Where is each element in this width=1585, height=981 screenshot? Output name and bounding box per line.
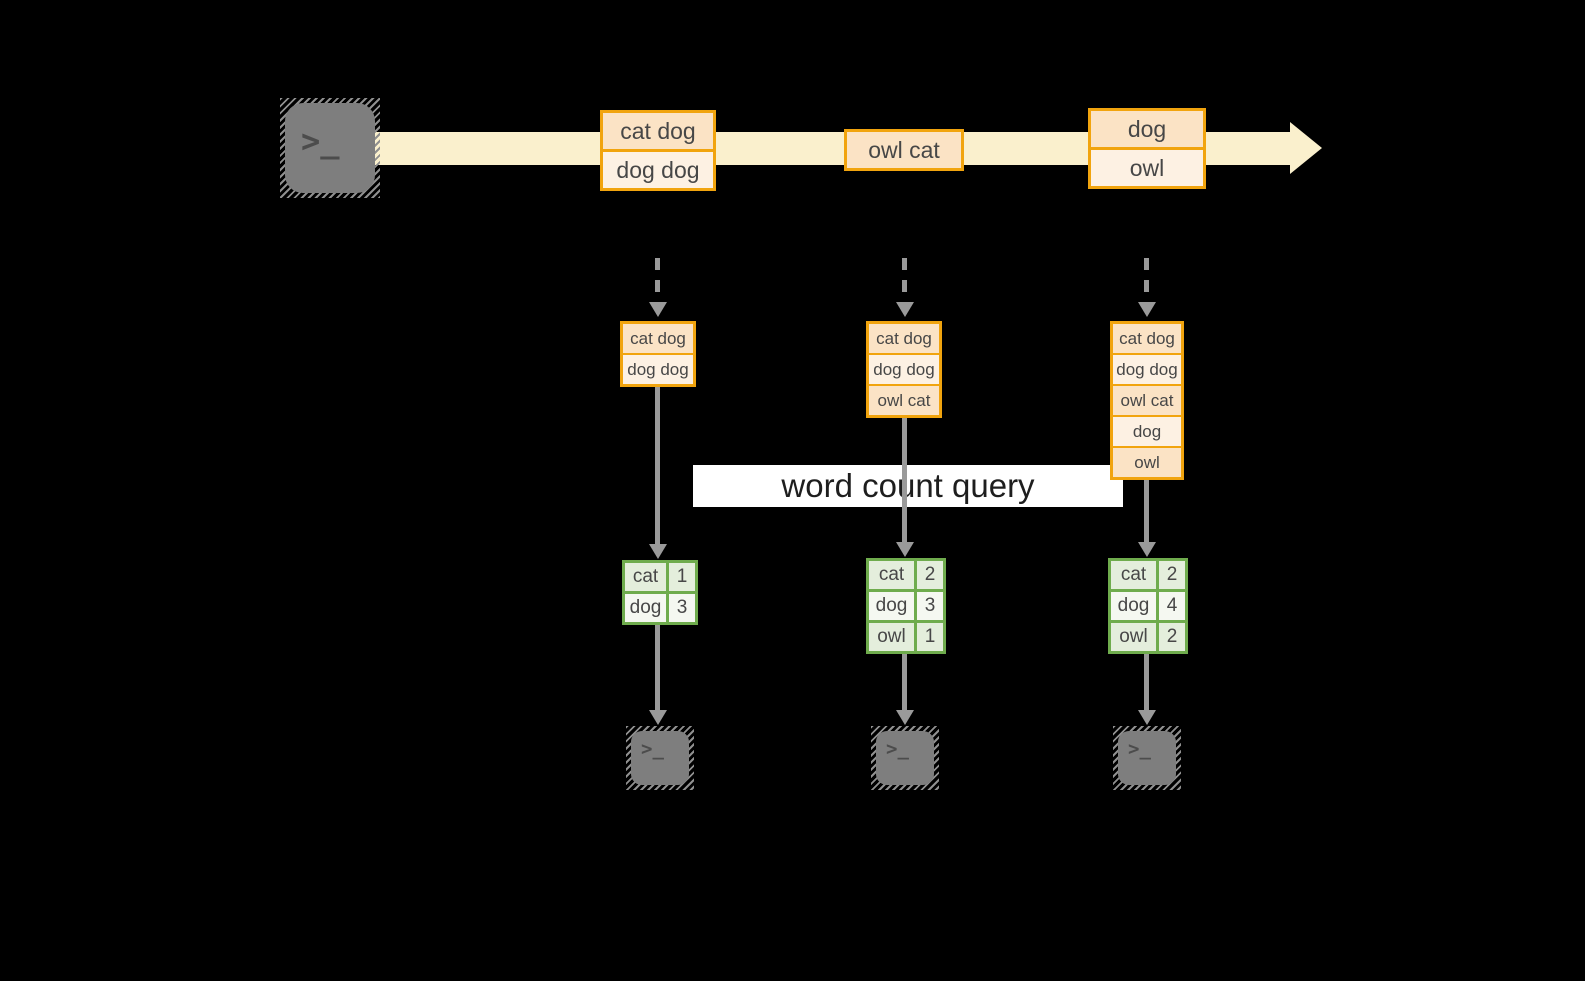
buffer-record: dog dog [869, 353, 939, 384]
stream-record: owl cat [847, 132, 961, 168]
flow-arrow [655, 625, 660, 710]
buffer-record: dog dog [1113, 353, 1181, 384]
terminal-screen: >_ [876, 731, 934, 785]
count-table: cat 2 dog 4 owl 2 [1108, 558, 1188, 654]
terminal-prompt-icon: >_ [886, 738, 909, 760]
dashed-arrow [1144, 258, 1149, 302]
terminal-screen: >_ [631, 731, 689, 785]
count-value-cell: 1 [917, 623, 943, 651]
flow-arrow [1144, 654, 1149, 710]
count-word-cell: cat [625, 563, 666, 591]
terminal-screen: >_ [285, 103, 375, 193]
stream-record: dog [1091, 111, 1203, 147]
stream-record: owl [1091, 147, 1203, 186]
flow-arrow [1144, 480, 1149, 542]
count-table: cat 2 dog 3 owl 1 [866, 558, 946, 654]
buffer-record: owl cat [869, 384, 939, 415]
terminal-sink-icon: >_ [626, 726, 694, 790]
flow-arrow [902, 418, 907, 542]
terminal-prompt-icon: >_ [301, 122, 340, 160]
count-value-cell: 2 [1159, 623, 1185, 651]
buffer-record: cat dog [1113, 324, 1181, 353]
buffer-record: dog [1113, 415, 1181, 446]
terminal-sink-icon: >_ [871, 726, 939, 790]
query-banner-label: word count query [781, 467, 1035, 504]
terminal-sink-icon: >_ [1113, 726, 1181, 790]
count-value-cell: 1 [669, 563, 695, 591]
buffer-record: cat dog [623, 324, 693, 353]
count-word-cell: cat [1111, 561, 1156, 589]
flow-arrow [902, 654, 907, 710]
count-value-cell: 4 [1159, 592, 1185, 620]
count-value-cell: 2 [1159, 561, 1185, 589]
buffer-record: owl cat [1113, 384, 1181, 415]
buffer-record: cat dog [869, 324, 939, 353]
count-value-cell: 3 [669, 594, 695, 622]
count-word-cell: cat [869, 561, 914, 589]
record-buffer: cat dog dog dog [620, 321, 696, 387]
buffer-record: dog dog [623, 353, 693, 384]
terminal-screen: >_ [1118, 731, 1176, 785]
count-word-cell: dog [869, 592, 914, 620]
count-value-cell: 2 [917, 561, 943, 589]
terminal-prompt-icon: >_ [641, 738, 664, 760]
count-table: cat 1 dog 3 [622, 560, 698, 625]
terminal-prompt-icon: >_ [1128, 738, 1151, 760]
flow-arrow [655, 387, 660, 544]
record-buffer: cat dog dog dog owl cat dog owl [1110, 321, 1184, 480]
stream-record: cat dog [603, 113, 713, 149]
buffer-record: owl [1113, 446, 1181, 477]
dashed-arrow [655, 258, 660, 302]
count-word-cell: owl [869, 623, 914, 651]
count-value-cell: 3 [917, 592, 943, 620]
count-word-cell: dog [1111, 592, 1156, 620]
query-banner: word count query [693, 465, 1123, 507]
record-buffer: cat dog dog dog owl cat [866, 321, 942, 418]
count-word-cell: owl [1111, 623, 1156, 651]
stream-batch: dog owl [1088, 108, 1206, 189]
dashed-arrow [902, 258, 907, 302]
stream-batch: owl cat [844, 129, 964, 171]
stream-batch: cat dog dog dog [600, 110, 716, 191]
stream-arrow-head-icon [1290, 122, 1322, 174]
count-word-cell: dog [625, 594, 666, 622]
terminal-source-icon: >_ [280, 98, 380, 198]
stream-record: dog dog [603, 149, 713, 188]
